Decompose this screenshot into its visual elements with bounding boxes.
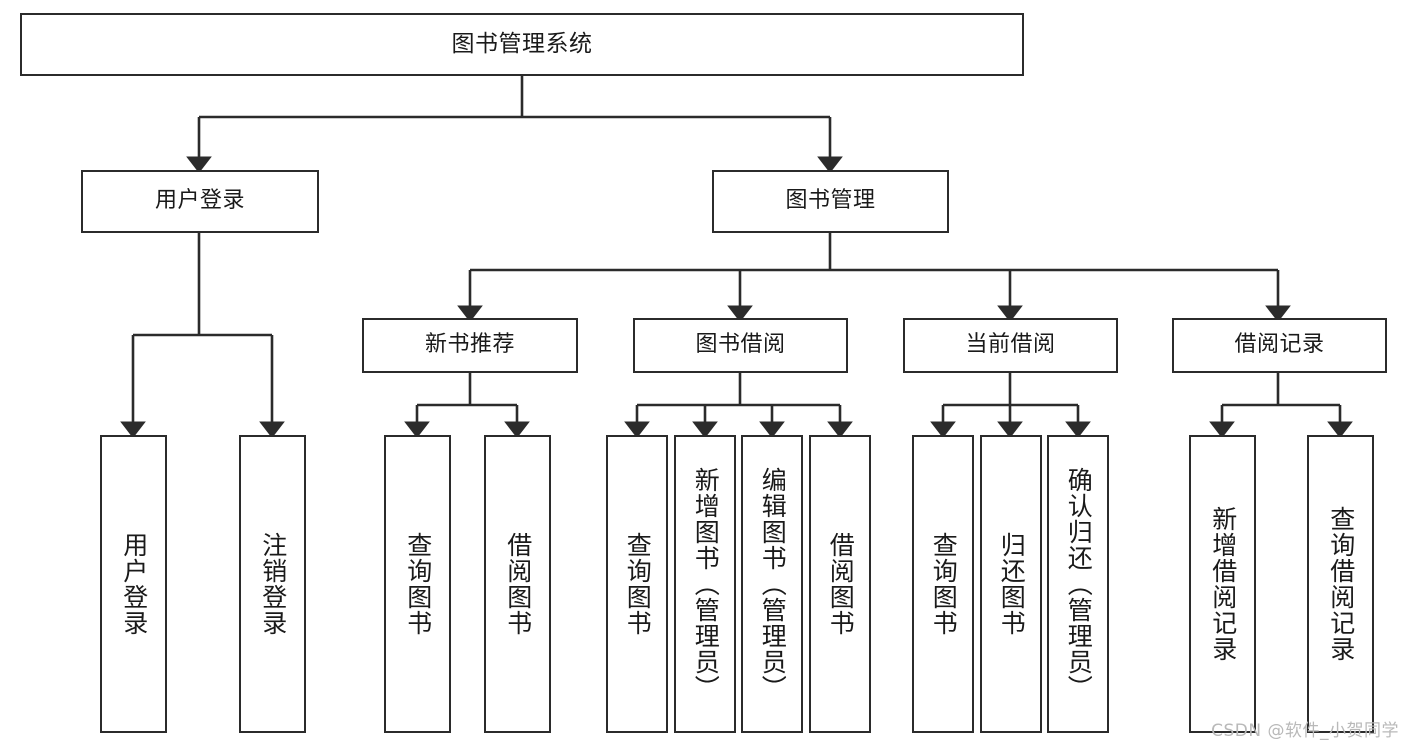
node-leaf-return-book[interactable]: 归还图书	[980, 435, 1042, 733]
node-leaf-logout-label: 注销登录	[258, 532, 288, 636]
node-leaf-edit-book[interactable]: 编辑图书（管理员）	[741, 435, 803, 733]
node-root[interactable]: 图书管理系统	[20, 13, 1024, 76]
node-leaf-borrow-book-1[interactable]: 借阅图书	[484, 435, 551, 733]
node-book-borrow[interactable]: 图书借阅	[633, 318, 848, 373]
node-leaf-add-record[interactable]: 新增借阅记录	[1189, 435, 1256, 733]
node-user-login[interactable]: 用户登录	[81, 170, 319, 233]
node-leaf-add-book[interactable]: 新增图书（管理员）	[674, 435, 736, 733]
node-new-book-recommend[interactable]: 新书推荐	[362, 318, 578, 373]
node-current-borrow[interactable]: 当前借阅	[903, 318, 1118, 373]
node-leaf-confirm-return[interactable]: 确认归还（管理员）	[1047, 435, 1109, 733]
node-leaf-logout[interactable]: 注销登录	[239, 435, 306, 733]
node-leaf-edit-book-label: 编辑图书（管理员）	[758, 467, 788, 701]
node-user-login-label: 用户登录	[154, 188, 245, 214]
node-leaf-user-login-label: 用户登录	[119, 532, 149, 636]
node-current-borrow-label: 当前借阅	[965, 332, 1056, 358]
node-leaf-query-book-3[interactable]: 查询图书	[912, 435, 974, 733]
node-leaf-borrow-book-1-label: 借阅图书	[503, 532, 533, 636]
node-leaf-user-login[interactable]: 用户登录	[100, 435, 167, 733]
node-leaf-borrow-book-2[interactable]: 借阅图书	[809, 435, 871, 733]
node-leaf-query-record[interactable]: 查询借阅记录	[1307, 435, 1374, 733]
node-book-manage-label: 图书管理	[785, 188, 876, 214]
node-leaf-return-book-label: 归还图书	[997, 532, 1027, 636]
node-borrow-record-label: 借阅记录	[1234, 332, 1325, 358]
node-leaf-query-book-2-label: 查询图书	[623, 532, 653, 636]
node-leaf-borrow-book-2-label: 借阅图书	[826, 532, 856, 636]
node-leaf-query-record-label: 查询借阅记录	[1326, 506, 1356, 662]
node-new-book-recommend-label: 新书推荐	[424, 332, 515, 358]
node-root-label: 图书管理系统	[451, 30, 593, 57]
node-leaf-query-book-3-label: 查询图书	[929, 532, 959, 636]
node-leaf-query-book-1[interactable]: 查询图书	[384, 435, 451, 733]
node-leaf-add-record-label: 新增借阅记录	[1208, 506, 1238, 662]
node-leaf-confirm-return-label: 确认归还（管理员）	[1064, 467, 1094, 701]
node-leaf-query-book-2[interactable]: 查询图书	[606, 435, 668, 733]
node-borrow-record[interactable]: 借阅记录	[1172, 318, 1387, 373]
node-leaf-query-book-1-label: 查询图书	[403, 532, 433, 636]
node-book-manage[interactable]: 图书管理	[712, 170, 949, 233]
node-leaf-add-book-label: 新增图书（管理员）	[691, 467, 721, 701]
node-book-borrow-label: 图书借阅	[695, 332, 786, 358]
